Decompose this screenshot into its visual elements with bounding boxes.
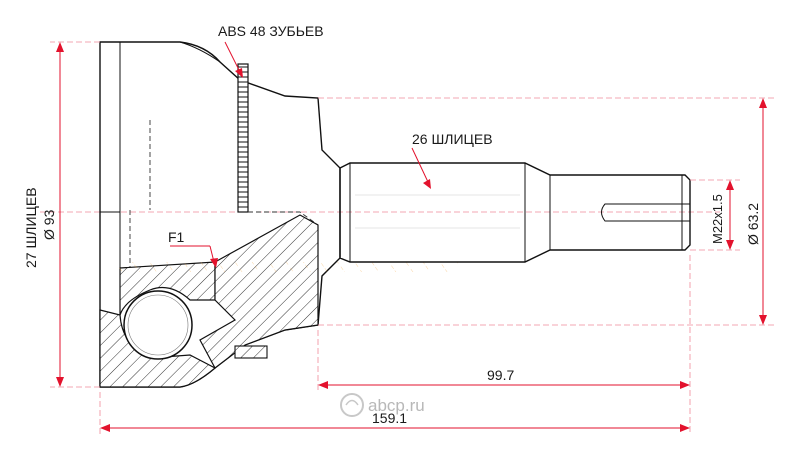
watermark-text: abcp.ru <box>368 396 425 415</box>
dimension-total-length <box>100 424 690 432</box>
housing-diameter-label: Ø 93 <box>41 209 57 240</box>
dimension-housing-diameter <box>56 42 64 387</box>
abs-label: ABS 48 ЗУБЬЕВ <box>218 23 324 39</box>
total-length-label: 159.1 <box>372 410 407 426</box>
extension-lines <box>50 41 775 435</box>
abs-ring <box>237 63 249 213</box>
housing-section <box>99 214 458 388</box>
splined-shaft <box>339 162 691 263</box>
watermark-logo: abcp.ru <box>340 393 425 417</box>
thread-label: M22x1.5 <box>710 194 725 244</box>
shaft-splines-label: 26 ШЛИЦЕВ <box>412 131 493 147</box>
dimension-shaft-length <box>318 381 690 389</box>
leader-abs <box>224 41 243 78</box>
flange-label: F1 <box>168 229 185 245</box>
dimension-thread <box>726 180 734 250</box>
dimension-outer-diameter <box>759 98 767 325</box>
shaft-length-label: 99.7 <box>487 367 514 383</box>
leader-flange <box>170 245 218 268</box>
housing-splines-label: 27 ШЛИЦЕВ <box>23 187 39 268</box>
cv-ball-shadow <box>127 294 189 356</box>
leader-splines-shaft <box>411 147 431 189</box>
cv-ball <box>123 290 193 360</box>
outer-diameter-label: Ø 63.2 <box>745 203 761 245</box>
